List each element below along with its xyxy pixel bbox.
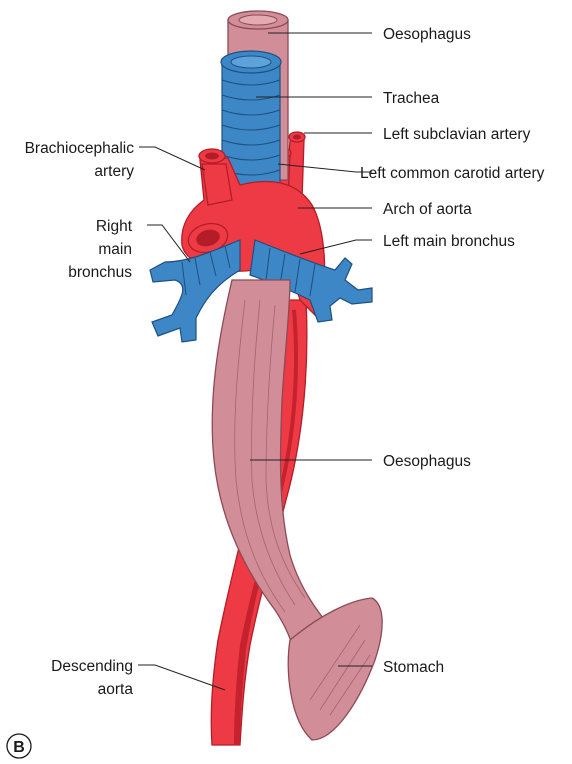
label-brachiocephalic-line1: Brachiocephalic (25, 140, 135, 157)
figure-letter: B (13, 739, 25, 756)
label-trachea: Trachea (383, 90, 440, 107)
label-right-main-bronchus-line2: main (98, 241, 132, 258)
brachiocephalic-artery (202, 164, 232, 205)
label-arch-of-aorta: Arch of aorta (383, 201, 472, 218)
label-left-subclavian-artery: Left subclavian artery (383, 126, 531, 143)
label-descending-aorta-line2: aorta (98, 681, 134, 698)
label-oesophagus-top: Oesophagus (383, 26, 471, 43)
label-left-common-carotid-artery: Left common carotid artery (360, 165, 545, 182)
label-right-main-bronchus-line1: Right (96, 218, 133, 235)
label-stomach: Stomach (383, 659, 444, 676)
label-brachiocephalic-line2: artery (94, 163, 134, 180)
label-oesophagus-mid: Oesophagus (383, 453, 471, 470)
figure-letter-badge: B (7, 734, 31, 758)
label-right-main-bronchus-line3: bronchus (68, 264, 132, 281)
label-left-main-bronchus: Left main bronchus (383, 233, 515, 250)
label-descending-aorta-line1: Descending (51, 658, 133, 675)
